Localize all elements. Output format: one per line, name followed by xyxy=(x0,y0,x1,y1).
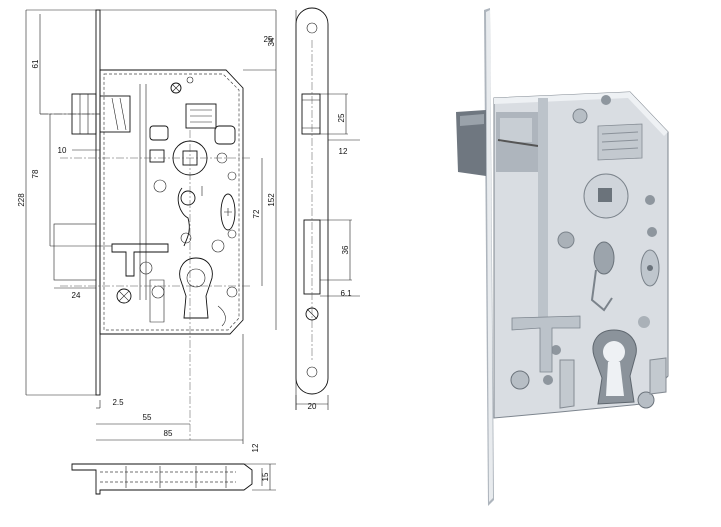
slider-bar xyxy=(139,84,147,300)
photo-latch xyxy=(456,110,486,176)
dim-bolt-height: 36 xyxy=(341,245,350,254)
dim-overall-height: 228 xyxy=(17,193,26,207)
dim-bottom-b: 15 xyxy=(261,472,270,481)
front-dimensions: 34 61 78 228 10 72 152 24 2.5 55 85 xyxy=(17,9,277,444)
dim-case-height: 152 xyxy=(267,193,276,207)
faceplate-outline xyxy=(295,7,329,395)
lock-case-inner xyxy=(103,73,240,331)
front-elevation xyxy=(40,9,250,440)
dim-latch-height: 25 xyxy=(264,35,273,44)
faceplate-screw-top xyxy=(306,22,318,34)
t-slot xyxy=(111,243,169,277)
bottom-outline xyxy=(71,463,253,495)
top-screw xyxy=(170,82,182,94)
bottom-view: 12 15 xyxy=(71,443,276,495)
dim-upper-height: 61 xyxy=(31,59,40,68)
dim-faceplate-thickness: 2.5 xyxy=(112,398,124,407)
dim-backset-follower: 10 xyxy=(58,146,67,155)
dim-faceplate-width: 20 xyxy=(308,402,317,411)
faceplate-view: 25 25 12 36 6.1 20 xyxy=(264,7,360,411)
cylinder-cutout xyxy=(179,257,213,319)
photo-t-slot xyxy=(511,315,581,373)
spring-block xyxy=(185,103,217,129)
dim-follower-to-cylinder: 78 xyxy=(31,169,40,178)
dim-latch-height-2: 25 xyxy=(337,113,346,122)
dim-bolt-offset: 24 xyxy=(72,291,81,300)
faceplate-side xyxy=(95,9,101,396)
bottom-screw xyxy=(116,288,132,304)
dim-top-offset: 34 xyxy=(267,37,276,46)
dim-bolt-depth: 6.1 xyxy=(340,289,352,298)
dim-latch-projection: 12 xyxy=(339,147,348,156)
dead-bolt xyxy=(53,223,97,281)
dim-case-depth: 85 xyxy=(164,429,173,438)
dim-cylinder-spacing: 72 xyxy=(252,209,261,218)
latch-opening xyxy=(301,93,321,135)
dim-bottom-a: 12 xyxy=(251,443,260,452)
faceplate-screw-bottom xyxy=(306,366,318,378)
lock-photo xyxy=(456,8,669,506)
dim-backset: 55 xyxy=(143,413,152,422)
lock-case-outline xyxy=(99,69,244,335)
slot-oval xyxy=(220,193,236,231)
photo-bottom-screw xyxy=(510,370,530,390)
